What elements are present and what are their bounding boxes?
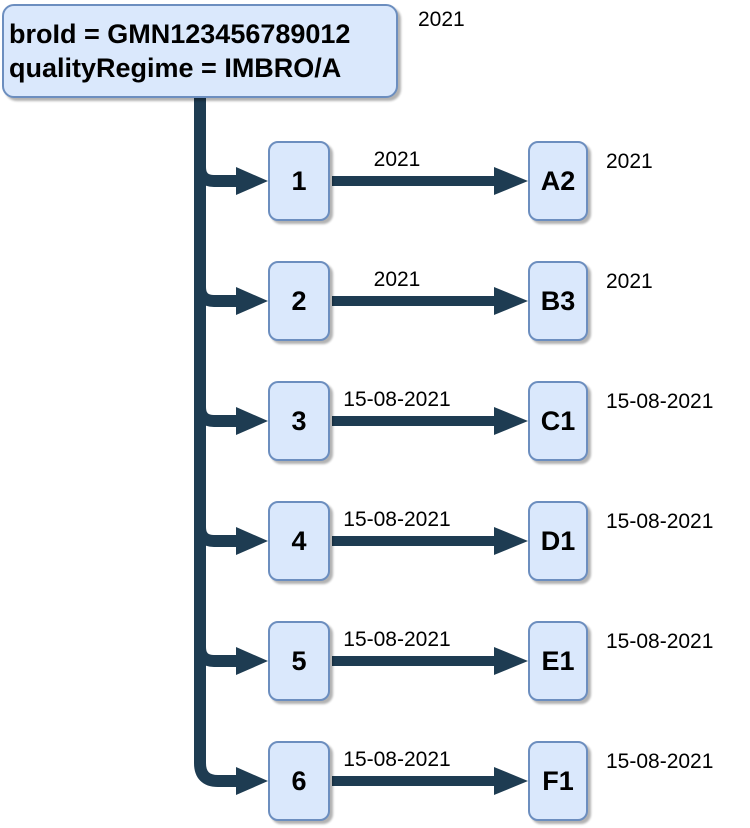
diagram-row: 1 2021 A2 2021 xyxy=(0,141,750,221)
edge-label: 2021 xyxy=(373,268,421,291)
source-node-6: 6 xyxy=(268,741,330,821)
source-node-4: 4 xyxy=(268,501,330,581)
diagram-row: 2 2021 B3 2021 xyxy=(0,261,750,341)
target-node-e1: E1 xyxy=(528,621,588,701)
edge-label: 15-08-2021 xyxy=(343,628,451,651)
edge-label: 2021 xyxy=(373,148,421,171)
edge-label: 15-08-2021 xyxy=(343,388,451,411)
arrowhead-icon xyxy=(236,647,268,675)
target-date-label: 15-08-2021 xyxy=(606,750,714,773)
diagram-row: 3 15-08-2021 C1 15-08-2021 xyxy=(0,381,750,461)
diagram-row: 6 15-08-2021 F1 15-08-2021 xyxy=(0,741,750,821)
edge-label: 15-08-2021 xyxy=(343,748,451,771)
target-node-d1: D1 xyxy=(528,501,588,581)
source-node-3: 3 xyxy=(268,381,330,461)
arrowhead-icon xyxy=(236,407,268,435)
arrowhead-icon xyxy=(494,527,528,555)
root-node-line1: broId = GMN123456789012 xyxy=(9,19,351,49)
edge-label: 15-08-2021 xyxy=(343,508,451,531)
target-node-b3: B3 xyxy=(528,261,588,341)
root-year-label: 2021 xyxy=(418,8,465,31)
arrowhead-icon xyxy=(236,527,268,555)
target-date-label: 2021 xyxy=(606,270,653,293)
target-node-c1: C1 xyxy=(528,381,588,461)
arrowhead-icon xyxy=(494,407,528,435)
arrowhead-icon xyxy=(494,287,528,315)
root-node-line2: qualityRegime = IMBRO/A xyxy=(9,53,342,83)
root-node: broId = GMN123456789012 qualityRegime = … xyxy=(2,4,398,98)
source-node-5: 5 xyxy=(268,621,330,701)
target-date-label: 2021 xyxy=(606,150,653,173)
arrowhead-icon xyxy=(494,767,528,795)
target-date-label: 15-08-2021 xyxy=(606,630,714,653)
arrowhead-icon xyxy=(236,287,268,315)
edge-root-to-node-6 xyxy=(194,95,528,795)
diagram-row: 5 15-08-2021 E1 15-08-2021 xyxy=(0,621,750,701)
arrowhead-icon xyxy=(236,767,268,795)
target-date-label: 15-08-2021 xyxy=(606,510,714,533)
target-node-a2: A2 xyxy=(528,141,588,221)
arrowhead-icon xyxy=(494,167,528,195)
diagram-row: 4 15-08-2021 D1 15-08-2021 xyxy=(0,501,750,581)
source-node-1: 1 xyxy=(268,141,330,221)
source-node-2: 2 xyxy=(268,261,330,341)
target-node-f1: F1 xyxy=(528,741,588,821)
arrowhead-icon xyxy=(236,167,268,195)
arrowhead-icon xyxy=(494,647,528,675)
target-date-label: 15-08-2021 xyxy=(606,390,714,413)
